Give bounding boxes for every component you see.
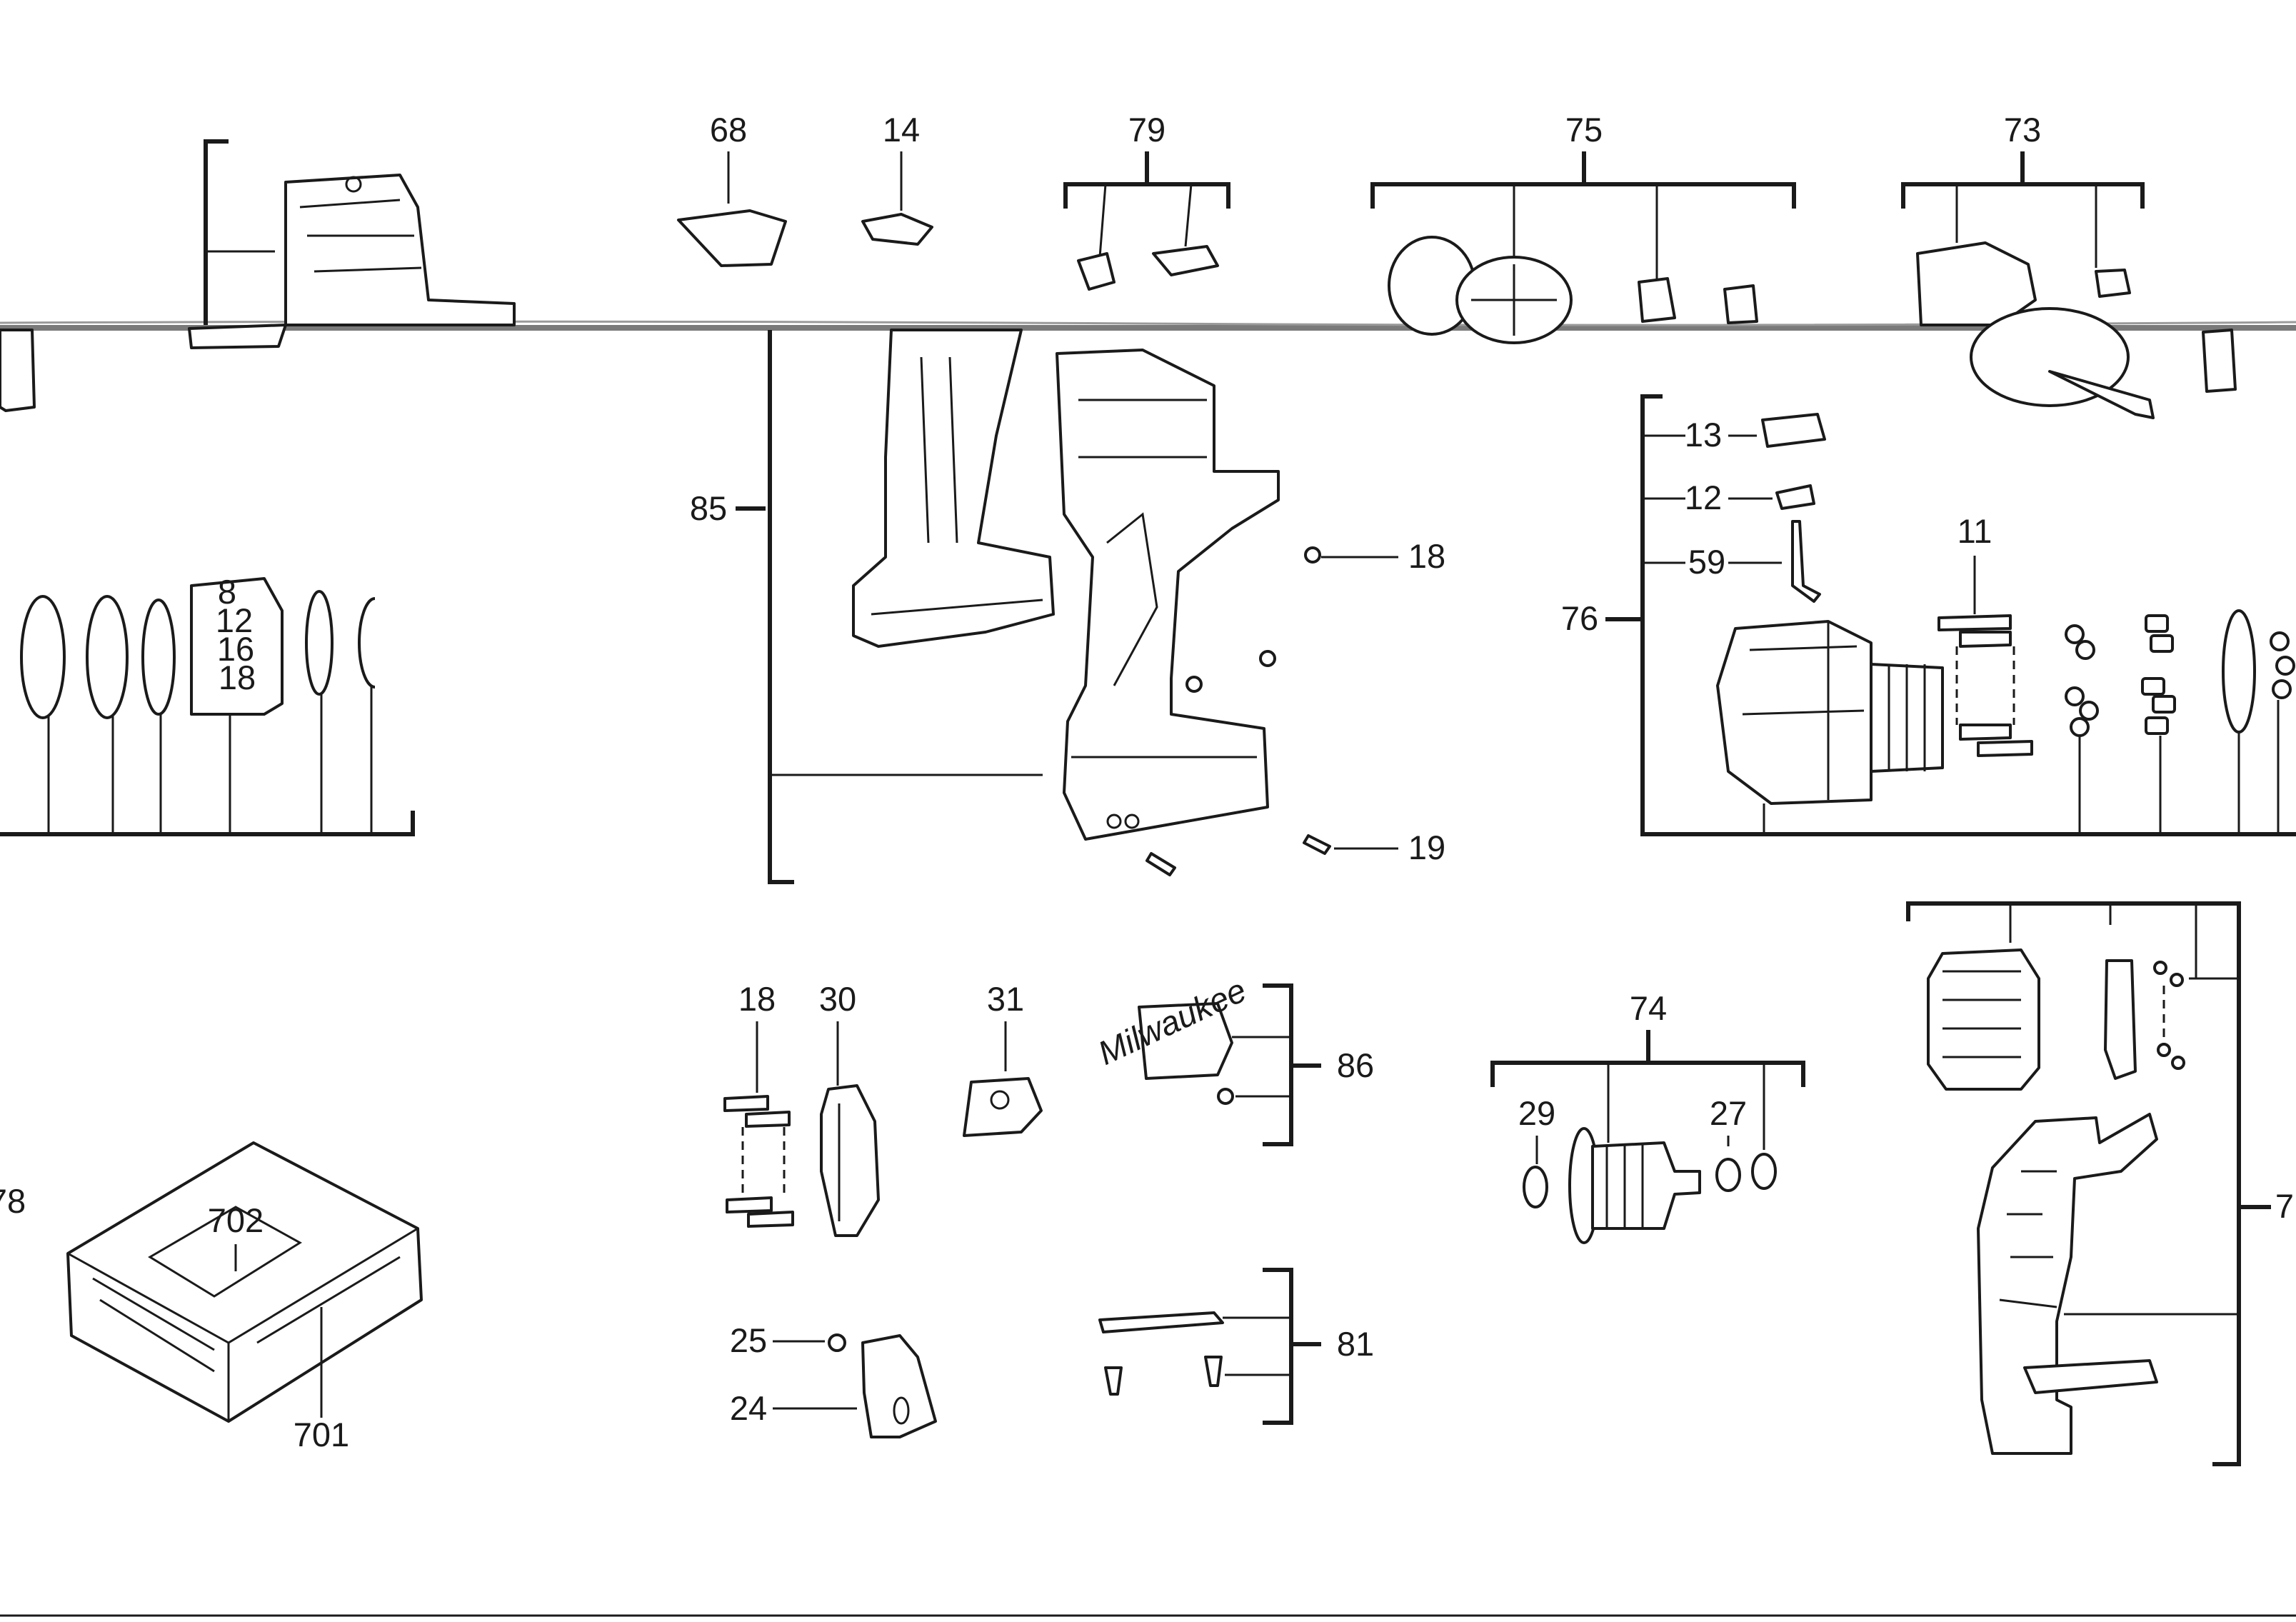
part-75-rotor: 75	[1370, 111, 1796, 344]
label-13: 13	[1685, 416, 1722, 454]
label-7: 7	[2275, 1187, 2294, 1225]
label-78: 78	[0, 1182, 26, 1220]
part-81-clip: 81	[1098, 1268, 1374, 1425]
label-76: 76	[1561, 599, 1598, 637]
ring-marking-16: 16	[217, 630, 254, 668]
label-702: 702	[208, 1201, 264, 1239]
part-74-armature: 74 29 27	[1490, 989, 1805, 1244]
label-74: 74	[1630, 989, 1667, 1027]
part-78-carry-case: 78 702 701	[0, 1141, 423, 1453]
ring-marking-8: 8	[218, 573, 236, 611]
label-79: 79	[1128, 111, 1165, 149]
label-86: 86	[1337, 1046, 1374, 1084]
ring-marking-12: 12	[216, 601, 253, 639]
part-73-fan: 73	[1901, 111, 2237, 419]
label-24: 24	[730, 1389, 767, 1427]
part-68: 68	[677, 111, 787, 267]
part-14: 14	[861, 111, 933, 246]
label-29: 29	[1518, 1094, 1555, 1132]
label-701: 701	[294, 1416, 349, 1453]
ring-marking-18: 18	[219, 659, 256, 696]
label-31: 31	[987, 980, 1024, 1018]
label-18-top: 18	[1408, 537, 1445, 575]
label-25: 25	[730, 1321, 767, 1359]
part-chuck-rings: 8 12 16 18	[0, 573, 415, 836]
label-12: 12	[1685, 479, 1722, 516]
part-25-24: 25 24	[730, 1321, 937, 1438]
label-81: 81	[1337, 1325, 1374, 1363]
label-19: 19	[1408, 828, 1445, 866]
label-14: 14	[883, 111, 920, 149]
label-59: 59	[1688, 543, 1725, 581]
part-76-gearbox: 76 13 12 59 11	[1561, 394, 2296, 836]
part-housing-half-left-top	[0, 139, 516, 412]
label-73: 73	[2004, 111, 2041, 149]
part-85-housing: 85 18 19	[690, 329, 1445, 884]
label-75: 75	[1565, 111, 1603, 149]
label-18-bottom: 18	[738, 980, 776, 1018]
part-18-30-31: 18 30 31	[723, 980, 1043, 1237]
label-85: 85	[690, 489, 727, 527]
label-30: 30	[819, 980, 856, 1018]
label-11: 11	[1957, 512, 1992, 550]
label-68: 68	[710, 111, 747, 149]
part-86-cover: Milwaukee 86	[1092, 971, 1374, 1146]
part-79: 79	[1063, 111, 1230, 291]
label-27: 27	[1710, 1094, 1747, 1132]
part-7-electronics: 7	[1906, 901, 2294, 1466]
